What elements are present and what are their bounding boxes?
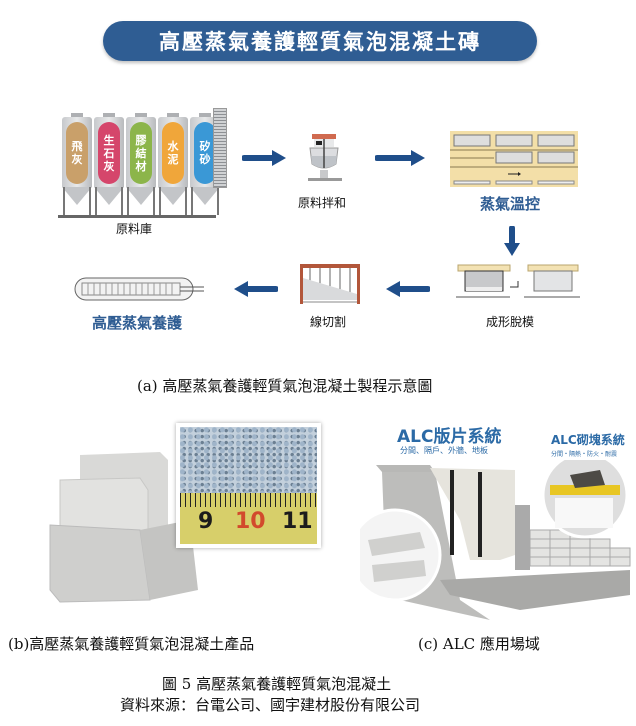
caption-a: (a) 高壓蒸氣養護輕質氣泡混凝土製程示意圖 <box>137 377 433 395</box>
silo-fill: 矽 砂 <box>194 122 216 184</box>
silo-label-char: 灰 <box>71 153 83 166</box>
ruler: 9 10 11 <box>180 493 317 544</box>
silo-binder: 膠 結 材 <box>126 113 156 217</box>
mixer-illustration <box>304 134 344 186</box>
silo-fly-ash: 飛 灰 <box>62 113 92 217</box>
molding-illustration <box>456 263 580 305</box>
conveyor-tower <box>213 108 227 188</box>
step-label-cutting: 線切割 <box>310 315 347 329</box>
autoclave-illustration <box>74 276 204 302</box>
ruler-number-10: 10 <box>235 509 266 534</box>
wall-illustration <box>360 460 631 620</box>
alc-block-subtitle: 分間・隔熱・防火・耐震 <box>551 451 618 458</box>
silo-label-char: 砂 <box>199 153 211 166</box>
alc-application-photo: ALC版片系統 分間、隔戶、外牆、地板 ALC砌塊系統 分間・隔熱・防火・耐震 <box>360 415 636 620</box>
arrow-left-icon <box>232 281 278 297</box>
figure-caption: 圖 5 高壓蒸氣養護輕質氣泡混凝土 <box>162 675 392 693</box>
arrow-down-icon <box>504 226 520 258</box>
arrow-left-icon <box>384 281 430 297</box>
step-label-storage: 原料庫 <box>116 222 153 236</box>
ruler-number-11: 11 <box>282 509 313 534</box>
silo-label-char: 飛 <box>71 140 83 153</box>
foam-texture <box>180 427 317 499</box>
steam-curing-illustration <box>450 131 578 187</box>
silo-base <box>58 215 216 218</box>
step-label-steam: 蒸氣溫控 <box>480 195 541 213</box>
silo-fill: 膠 結 材 <box>130 122 152 184</box>
silo-label-char: 材 <box>135 159 147 173</box>
silo-fill: 生 石 灰 <box>98 122 120 184</box>
banner-title: 高壓蒸氣養護輕質氣泡混凝土磚 <box>159 30 481 54</box>
caption-c: (c) ALC 應用場域 <box>418 635 540 653</box>
step-label-autoclave: 高壓蒸氣養護 <box>92 314 183 332</box>
title-banner: 高壓蒸氣養護輕質氣泡混凝土磚 <box>103 21 537 61</box>
caption-b: (b)高壓蒸氣養護輕質氣泡混凝土產品 <box>8 635 255 653</box>
silo-quicklime: 生 石 灰 <box>94 113 124 217</box>
silo-label-char: 灰 <box>103 159 115 173</box>
silo-label-char: 膠 <box>135 133 147 147</box>
foam-closeup-photo: 9 10 11 <box>176 423 321 548</box>
alc-panel-subtitle: 分間、隔戶、外牆、地板 <box>400 446 488 455</box>
silo-label-char: 結 <box>135 146 147 160</box>
source-caption: 資料來源：台電公司、國宇建材股份有限公司 <box>120 696 421 714</box>
alc-block-title: ALC砌塊系統 <box>551 433 625 447</box>
silo-silica-sand: 矽 砂 <box>190 113 220 217</box>
silo-label-char: 矽 <box>199 140 211 153</box>
silo-label-char: 泥 <box>167 153 179 166</box>
arrow-right-icon <box>242 150 288 166</box>
silo-label-char: 生 <box>103 133 115 147</box>
arrow-right-icon <box>375 150 427 166</box>
ruler-number-9: 9 <box>198 509 214 534</box>
wire-cutting-illustration <box>300 264 360 306</box>
silo-fill: 飛 灰 <box>66 122 88 184</box>
alc-panel-title: ALC版片系統 <box>397 427 502 447</box>
silo-label-char: 水 <box>167 140 179 153</box>
silo-fill: 水 泥 <box>162 122 184 184</box>
step-label-molding: 成形脫模 <box>486 315 535 329</box>
silo-cement: 水 泥 <box>158 113 188 217</box>
step-label-mixing: 原料拌和 <box>298 196 347 210</box>
silo-label-char: 石 <box>103 146 115 160</box>
